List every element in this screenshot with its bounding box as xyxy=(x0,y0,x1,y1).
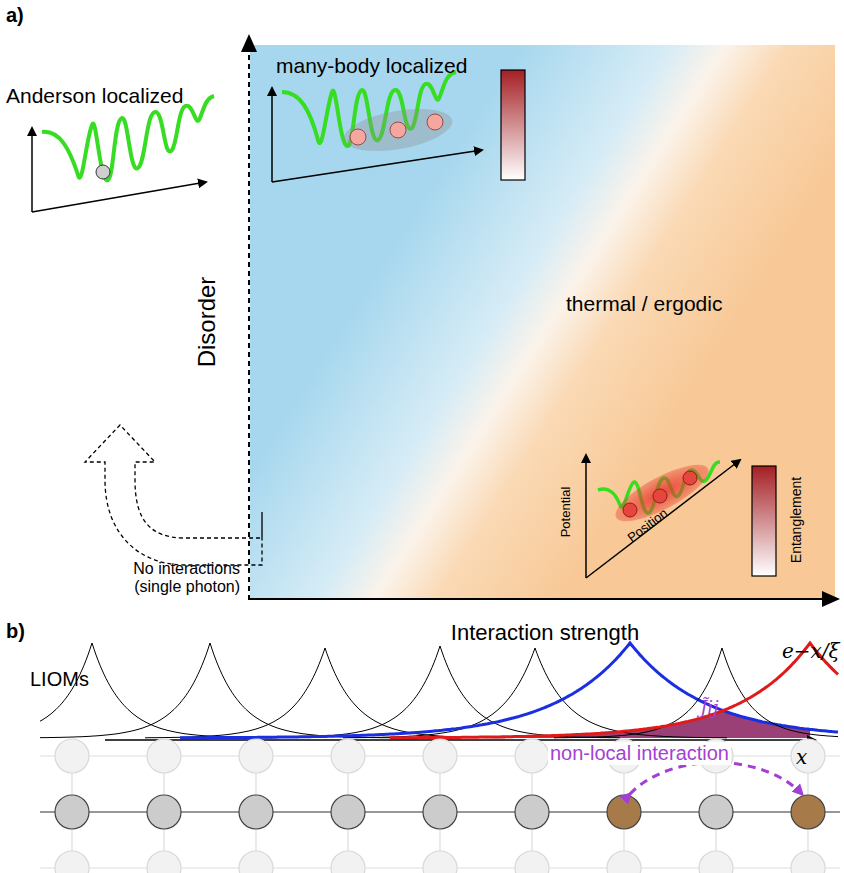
lattice-site xyxy=(791,795,825,829)
lattice-site xyxy=(331,851,365,873)
lattice-site xyxy=(791,739,825,773)
lattice-site xyxy=(147,795,181,829)
row-label: LIOMs xyxy=(30,668,89,691)
lattice xyxy=(40,739,840,873)
callout-text: non-local interaction xyxy=(548,742,731,765)
lattice-site xyxy=(239,795,273,829)
note-text: No interactions (single photon) xyxy=(112,560,240,597)
liom-curve xyxy=(40,643,272,738)
phase-title: Anderson localized xyxy=(6,84,183,108)
liom-curve xyxy=(260,646,620,738)
axis-title: Interaction strength xyxy=(451,620,639,645)
lattice-site xyxy=(515,795,549,829)
lattice-site xyxy=(331,739,365,773)
mbl-inset xyxy=(272,70,525,182)
axis-title: Disorder xyxy=(193,277,221,368)
lattice-site xyxy=(239,739,273,773)
phase-title: thermal / ergodic xyxy=(566,292,722,316)
lattice-site xyxy=(791,851,825,873)
axis-label: x xyxy=(796,746,807,769)
axis-head xyxy=(241,34,257,52)
lattice-site xyxy=(147,851,181,873)
formula: J̃ij xyxy=(700,698,719,719)
lattice-site xyxy=(55,851,89,873)
phase-title: many-body localized xyxy=(276,54,467,78)
liom-curve xyxy=(145,648,505,738)
formula: e−x/ξ xyxy=(782,640,840,663)
hollow-arrow xyxy=(85,425,262,565)
lattice-site xyxy=(239,851,273,873)
liom-curves xyxy=(40,643,838,738)
colorbar-label: Entanglement xyxy=(788,477,804,563)
panel-letter: b) xyxy=(6,620,25,643)
lattice-site xyxy=(515,851,549,873)
axis-label: Potential xyxy=(559,487,574,538)
lattice-site xyxy=(423,739,457,773)
lattice-site xyxy=(607,795,641,829)
thermal-inset xyxy=(586,454,776,578)
liom-curve xyxy=(180,643,838,738)
interaction-axis xyxy=(249,598,822,600)
lattice-site xyxy=(55,739,89,773)
lattice-site xyxy=(607,851,641,873)
lattice-site xyxy=(699,795,733,829)
anderson-inset xyxy=(32,96,214,212)
disorder-axis xyxy=(248,52,250,600)
lattice-site xyxy=(331,795,365,829)
lattice-site xyxy=(147,739,181,773)
liom-curve xyxy=(390,643,838,738)
axis-head xyxy=(822,591,840,607)
lattice-site xyxy=(55,795,89,829)
lattice-site xyxy=(515,739,549,773)
phase-ground xyxy=(250,45,835,598)
lattice-site xyxy=(423,795,457,829)
panel-letter: a) xyxy=(6,4,24,27)
interaction-arrow xyxy=(630,763,802,795)
lattice-site xyxy=(423,851,457,873)
liom-curve xyxy=(40,643,390,738)
lattice-site xyxy=(699,851,733,873)
